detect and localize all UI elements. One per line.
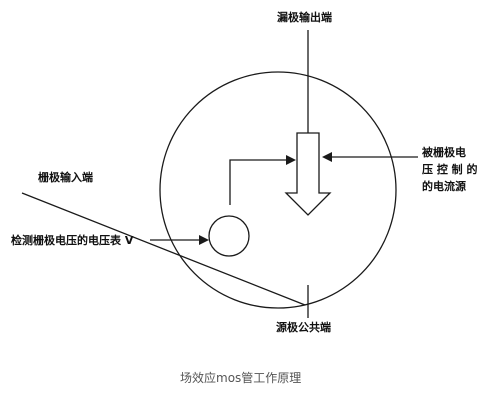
drain-label: 漏极输出端 bbox=[277, 11, 332, 24]
voltmeter-label: 检测栅极电压的电压表 V bbox=[11, 234, 134, 247]
current-source-label-line-2: 压 控 制 的 bbox=[422, 163, 478, 176]
figure-caption: 场效应mos管工作原理 bbox=[180, 371, 302, 385]
current-source-label-line-1: 被栅极电 bbox=[422, 146, 466, 159]
gate-line bbox=[21, 192, 306, 306]
gate-control-path bbox=[229, 159, 293, 205]
voltmeter-pointer-arrowhead bbox=[199, 235, 209, 245]
gate-label: 栅极输入端 bbox=[38, 171, 93, 184]
gate-control-arrowhead bbox=[286, 155, 296, 165]
source-label: 源极公共端 bbox=[276, 321, 331, 334]
current-source-label: 被栅极电 压 控 制 的 的电流源 bbox=[422, 144, 478, 195]
current-source-label-line-3: 的电流源 bbox=[422, 180, 466, 193]
voltmeter-circle bbox=[208, 215, 250, 257]
transistor-body-circle bbox=[159, 71, 397, 309]
current-source-pointer-arrowhead bbox=[322, 152, 332, 162]
current-source-arrow bbox=[284, 132, 332, 216]
